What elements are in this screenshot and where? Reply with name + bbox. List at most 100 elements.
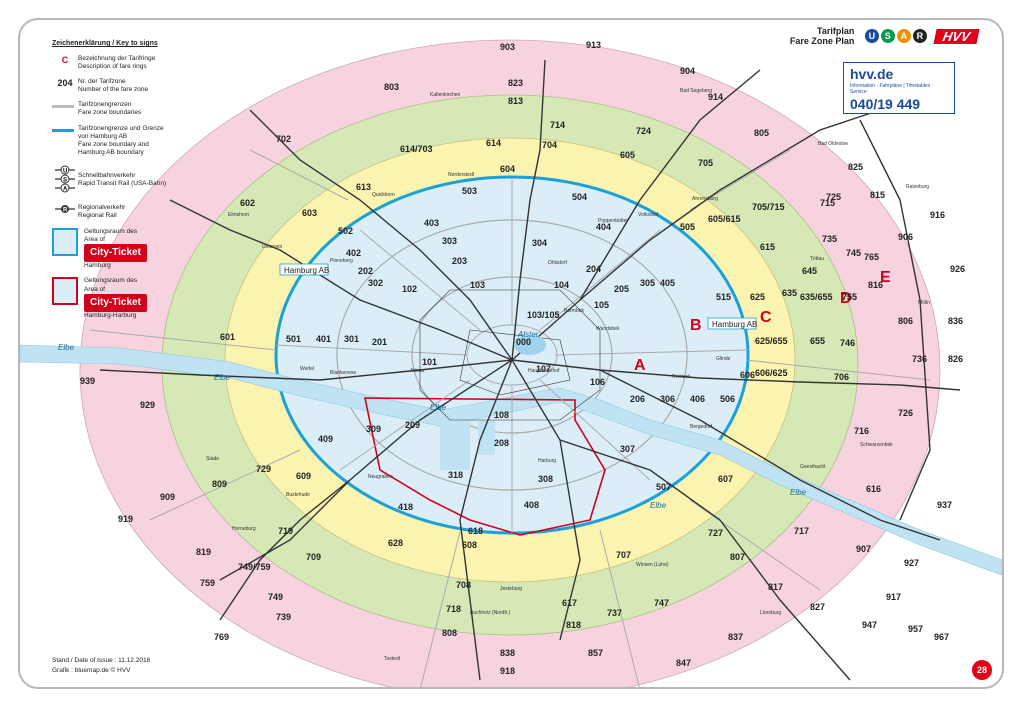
station-bad-segeberg[interactable]: Bad Segeberg [680,88,712,94]
zone-714[interactable]: 714 [550,120,565,130]
zone-506[interactable]: 506 [720,394,735,404]
zone-904[interactable]: 904 [680,66,695,76]
zone-504[interactable]: 504 [572,192,587,202]
zone-729[interactable]: 729 [256,464,271,474]
zone-635-655[interactable]: 635/655 [800,292,833,302]
zone-306[interactable]: 306 [660,394,675,404]
station-hauptbahnhof[interactable]: Hauptbahnhof [528,368,560,374]
zone-307[interactable]: 307 [620,444,635,454]
zone-709[interactable]: 709 [306,552,321,562]
zone-808[interactable]: 808 [442,628,457,638]
zone-917[interactable]: 917 [886,592,901,602]
zone-617[interactable]: 617 [562,598,577,608]
zone-715[interactable]: 715 [820,198,835,208]
station-volksdorf[interactable]: Volksdorf [638,212,659,218]
zone-302[interactable]: 302 [368,278,383,288]
zone-957[interactable]: 957 [908,624,923,634]
zone-813[interactable]: 813 [508,96,523,106]
zone-603[interactable]: 603 [302,208,317,218]
station-barmbek[interactable]: Barmbek [564,308,585,314]
station-lueneburg[interactable]: Lüneburg [760,610,781,616]
zone-817[interactable]: 817 [768,582,783,592]
station-norderstedt[interactable]: Norderstedt [448,172,475,178]
station-ahrensburg[interactable]: Ahrensburg [692,196,718,202]
zone-605-615[interactable]: 605/615 [708,214,741,224]
zone-203[interactable]: 203 [452,256,467,266]
zone-304[interactable]: 304 [532,238,547,248]
zone-507[interactable]: 507 [656,482,671,492]
zone-404[interactable]: 404 [596,222,611,232]
station-buchholz[interactable]: Buchholz (Nordh.) [470,610,511,616]
zone-916[interactable]: 916 [930,210,945,220]
zone-717[interactable]: 717 [794,526,809,536]
zone-927[interactable]: 927 [904,558,919,568]
zone-318[interactable]: 318 [448,470,463,480]
zone-705[interactable]: 705 [698,158,713,168]
zone-836[interactable]: 836 [948,316,963,326]
station-ratzeburg[interactable]: Ratzeburg [906,184,929,190]
zone-104[interactable]: 104 [554,280,569,290]
station-harburg[interactable]: Harburg [538,458,556,464]
zone-718[interactable]: 718 [446,604,461,614]
zone-727[interactable]: 727 [708,528,723,538]
station-horneburg[interactable]: Horneburg [232,526,256,532]
zone-616[interactable]: 616 [866,484,881,494]
station-trittau[interactable]: Trittau [810,256,824,262]
zone-635[interactable]: 635 [782,288,797,298]
zone-909[interactable]: 909 [160,492,175,502]
zone-614[interactable]: 614 [486,138,501,148]
zone-515[interactable]: 515 [716,292,731,302]
zone-929[interactable]: 929 [140,400,155,410]
zone-305[interactable]: 305 [640,278,655,288]
station-neugraben[interactable]: Neugraben [368,474,393,480]
zone-705-715[interactable]: 705/715 [752,202,785,212]
station-quickborn[interactable]: Quickborn [372,192,395,198]
zone-403[interactable]: 403 [424,218,439,228]
zone-208[interactable]: 208 [494,438,509,448]
zone-716[interactable]: 716 [854,426,869,436]
station-ohlsdorf[interactable]: Ohlsdorf [548,260,568,266]
zone-907[interactable]: 907 [856,544,871,554]
zone-837[interactable]: 837 [728,632,743,642]
zone-301[interactable]: 301 [344,334,359,344]
station-poppenbuettel[interactable]: Poppenbüttel [598,218,627,224]
zone-608[interactable]: 608 [462,540,477,550]
zone-736[interactable]: 736 [912,354,927,364]
zone-937[interactable]: 937 [937,500,952,510]
station-moelln[interactable]: Mölln [918,300,930,306]
info-box[interactable]: hvv.de Information · Fahrpläne | Timetab… [843,62,955,114]
zone-725[interactable]: 725 [826,192,841,202]
zone-501[interactable]: 501 [286,334,301,344]
zone-745[interactable]: 745 [846,248,861,258]
zone-857[interactable]: 857 [588,648,603,658]
zone-505[interactable]: 505 [680,222,695,232]
zone-202[interactable]: 202 [358,266,373,276]
zone-408[interactable]: 408 [524,500,539,510]
zone-903[interactable]: 903 [500,42,515,52]
zone-913[interactable]: 913 [586,40,601,50]
zone-604[interactable]: 604 [500,164,515,174]
zone-628[interactable]: 628 [388,538,403,548]
zone-401[interactable]: 401 [316,334,331,344]
zone-303[interactable]: 303 [442,236,457,246]
phone-number[interactable]: 040/19 449 [850,96,921,112]
zone-405[interactable]: 405 [660,278,675,288]
station-winsen[interactable]: Winsen (Luhe) [636,562,669,568]
zone-409[interactable]: 409 [318,434,333,444]
zone-606[interactable]: 606 [740,370,755,380]
zone-702[interactable]: 702 [276,134,291,144]
station-jesteburg[interactable]: Jesteburg [500,586,522,592]
station-wedel[interactable]: Wedel [300,366,314,372]
station-stade[interactable]: Stade [206,456,219,462]
station-bad-oldesloe[interactable]: Bad Oldesloe [818,141,848,147]
zone-919[interactable]: 919 [118,514,133,524]
zone-406[interactable]: 406 [690,394,705,404]
zone-614-703[interactable]: 614/703 [400,144,433,154]
zone-809[interactable]: 809 [212,479,227,489]
zone-719[interactable]: 719 [278,526,293,536]
zone-847[interactable]: 847 [676,658,691,668]
zone-503[interactable]: 503 [462,186,477,196]
zone-806[interactable]: 806 [898,316,913,326]
zone-607[interactable]: 607 [718,474,733,484]
